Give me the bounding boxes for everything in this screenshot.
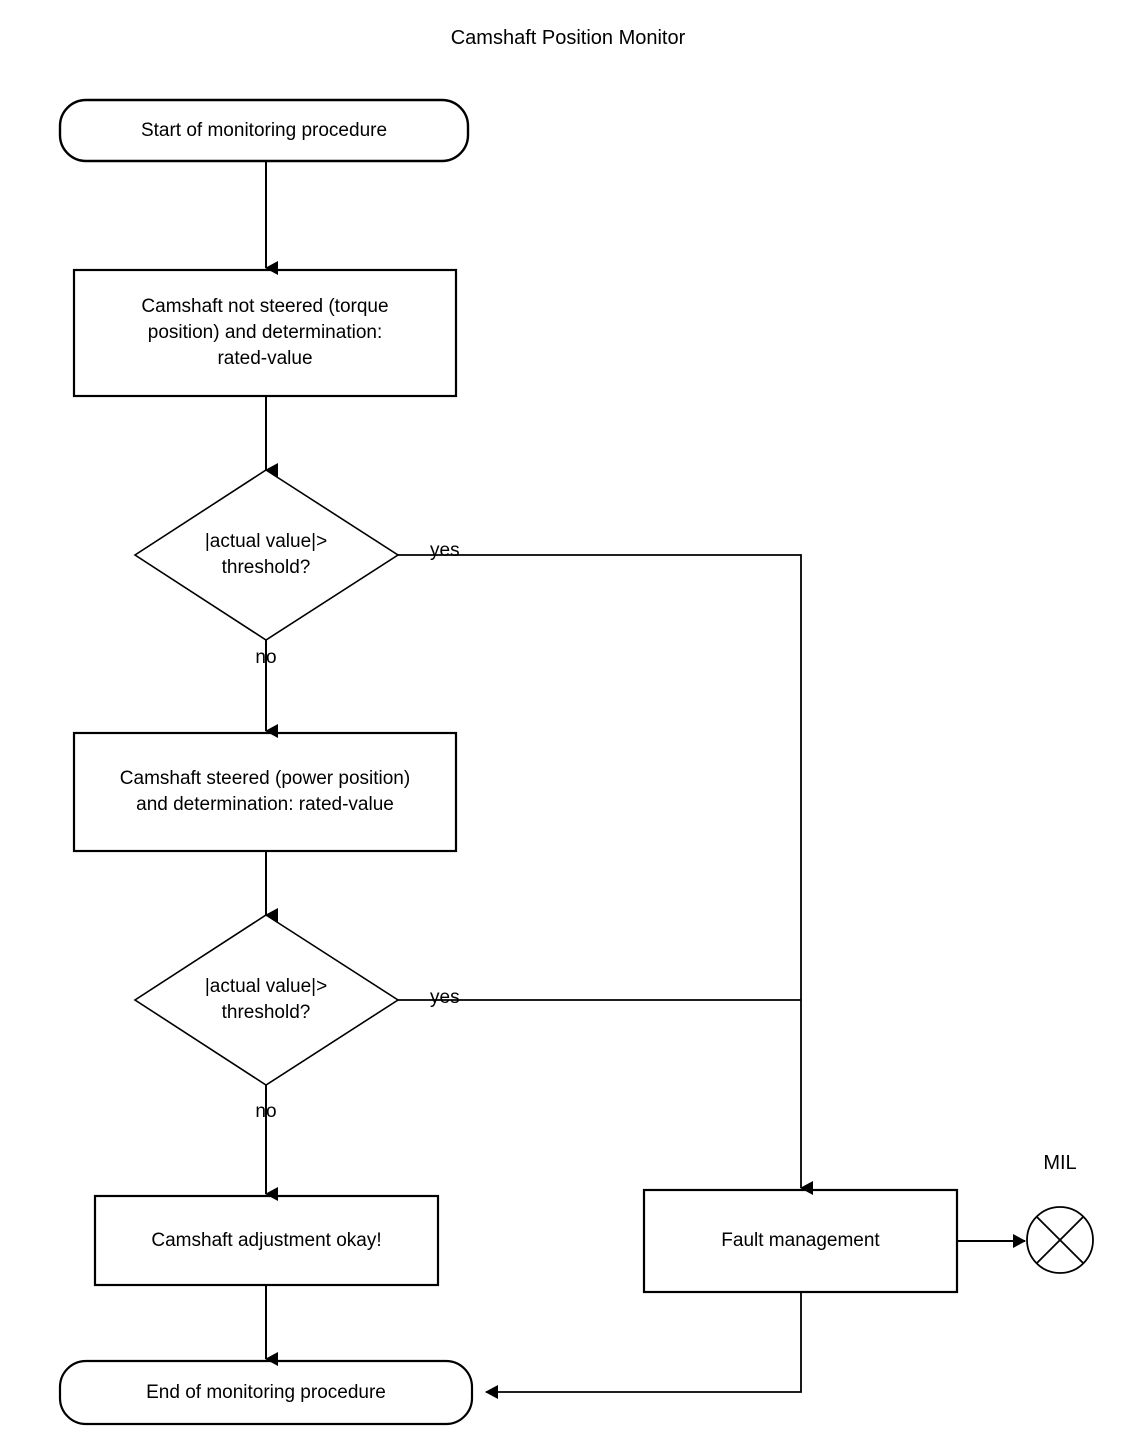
node-result-okay-shape[interactable] — [93, 1194, 440, 1287]
node-fault-management-shape[interactable] — [642, 1188, 959, 1294]
mil-label: MIL — [1043, 1152, 1077, 1174]
node-decision-two-shape[interactable] — [133, 914, 400, 1086]
edge-label-decision-two-no: no — [255, 1101, 277, 1122]
node-process-torque-shape[interactable] — [72, 268, 458, 398]
page-title: Camshaft Position Monitor — [450, 27, 686, 49]
node-end-shape[interactable] — [58, 1359, 474, 1426]
edge-label-decision-one-yes: yes — [430, 540, 460, 561]
node-decision-one-shape[interactable] — [133, 469, 400, 641]
edge-label-decision-two-yes: yes — [430, 987, 460, 1008]
node-start-shape[interactable] — [58, 98, 470, 163]
edge-label-decision-one-no: no — [255, 647, 277, 668]
node-process-power-shape[interactable] — [72, 731, 458, 853]
mil-lamp-icon — [1026, 1206, 1094, 1274]
edge-fault-management-to-end — [485, 1292, 802, 1399]
edge-decision-one-yes-to-fault-management — [398, 554, 813, 1195]
